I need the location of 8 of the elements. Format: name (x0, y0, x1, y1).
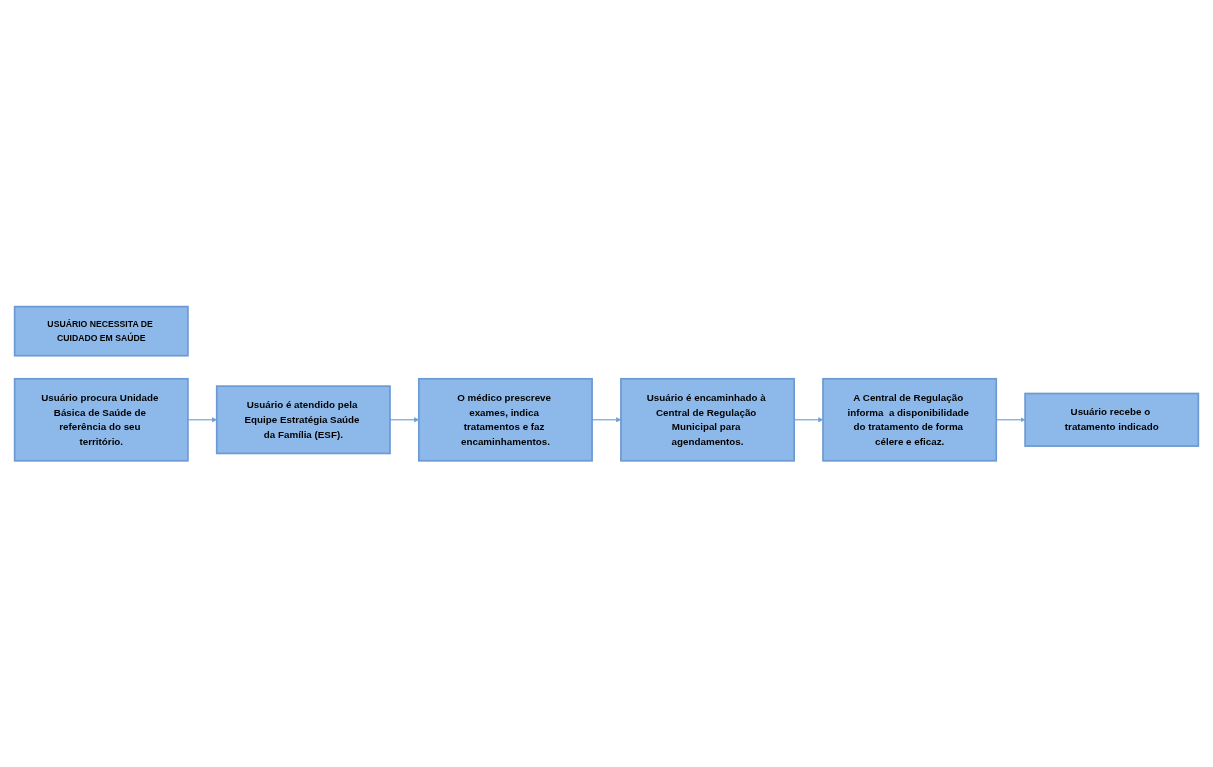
node-box: A Central de Regulação informa a disponibilidade do tratamento de forma célere e eficaz. (822, 377, 998, 462)
node-box: Usuário é encaminhado à Central de Regulação Municipal para agendamentos. (620, 377, 796, 462)
node-box: USUÁRIO NECESSITA DE CUIDADO EM SAÚDE (13, 305, 189, 357)
node-box: O médico prescreve exames, indica tratamentos e faz encaminhamentos. (417, 377, 593, 462)
node-box: Usuário procura Unidade Básica de Saúde de referência do seu território. (13, 377, 189, 462)
node-box: Usuário é atendido pela Equipe Estratégia Saúde da Família (ESF). (215, 385, 391, 455)
arrow (187, 417, 217, 423)
node-box: Usuário recebe o tratamento indicado (1024, 392, 1200, 447)
